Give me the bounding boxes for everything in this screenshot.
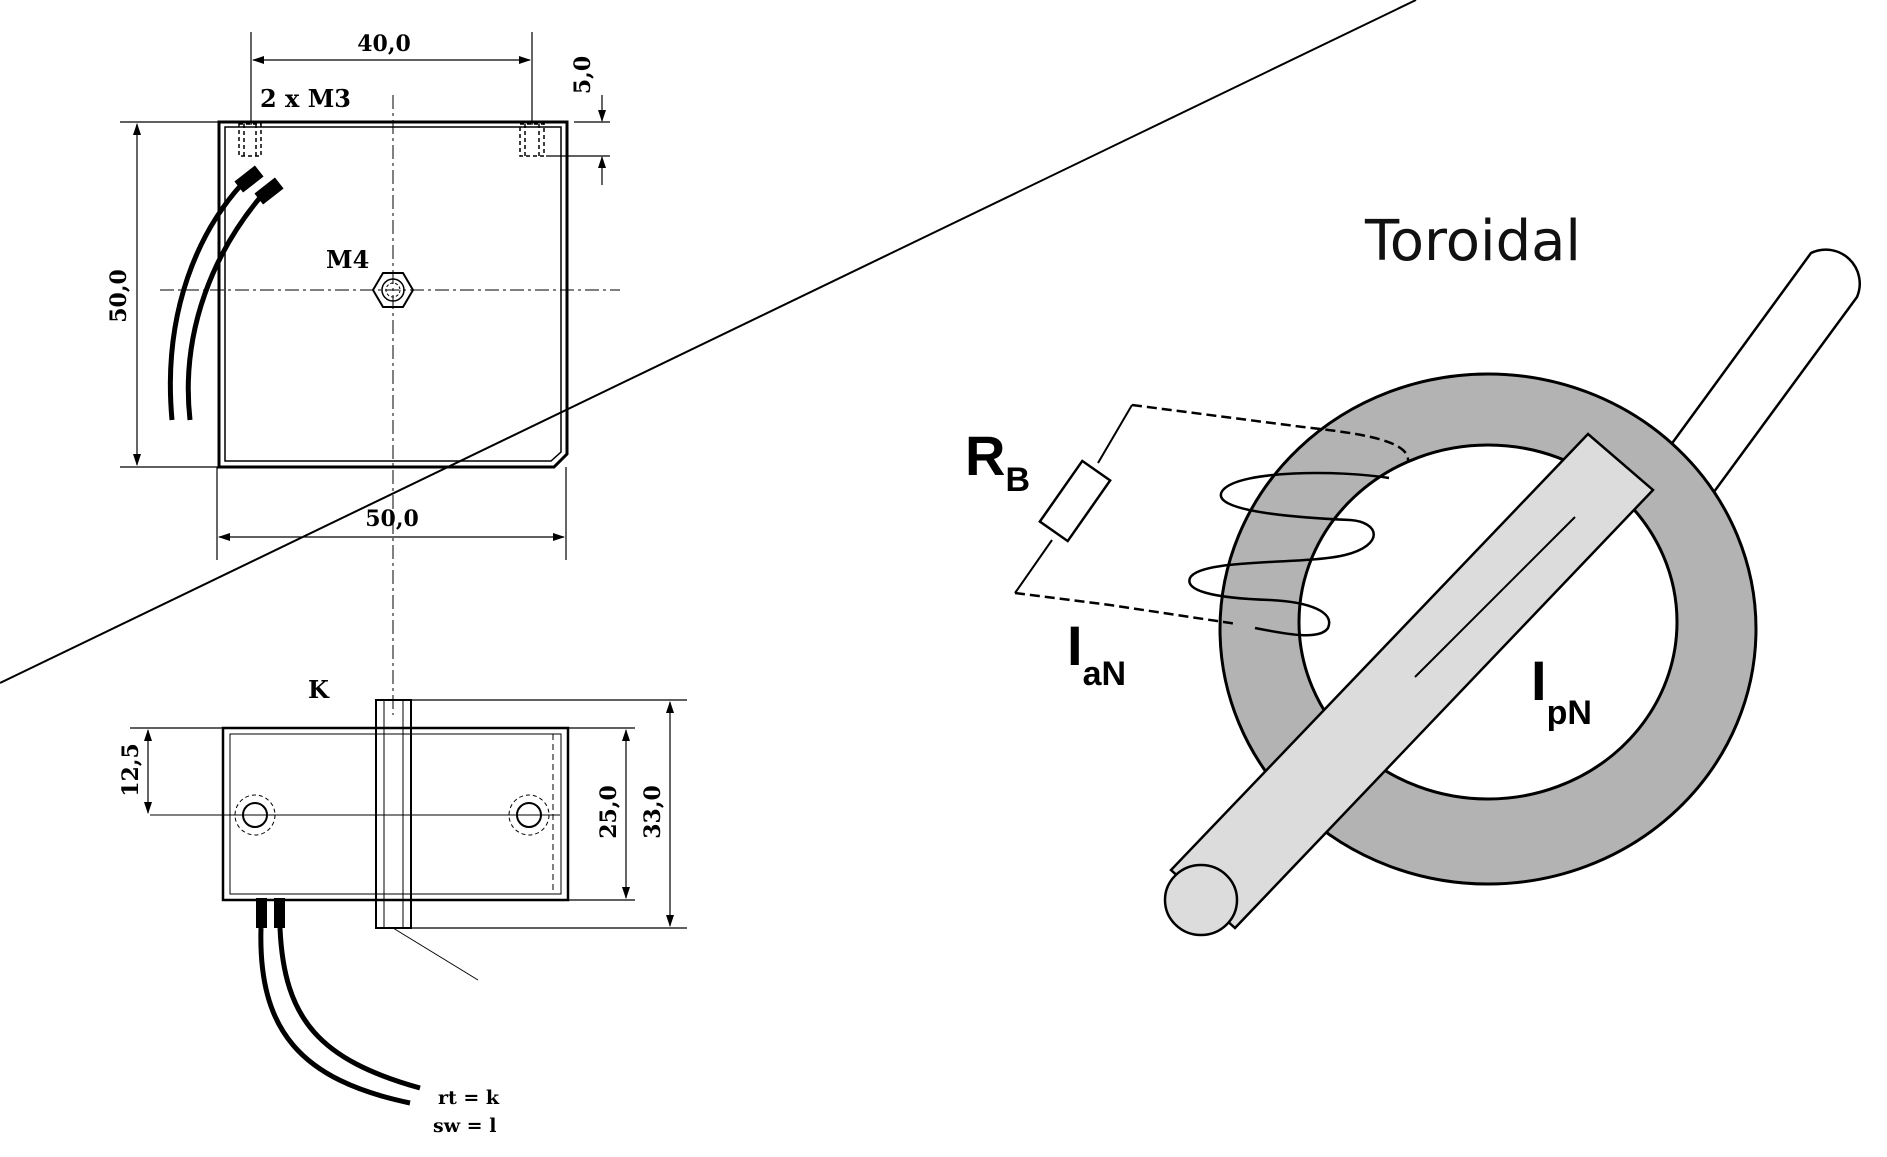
primary-conductor-front (0, 0, 1655, 937)
side-view-body (221, 726, 570, 902)
dimension-50-vertical-label: 50,0 (106, 269, 132, 323)
dimension-25: 25,0 (568, 727, 635, 901)
primary-conductor-back (1625, 248, 1861, 532)
dimension-33-label: 33,0 (640, 785, 666, 839)
m3-hole-right (519, 123, 545, 157)
side-view-wires (256, 898, 421, 1106)
dimension-12-5: 12,5 (118, 727, 223, 814)
primary-current-label: IpN (1531, 649, 1592, 732)
m3-hole-left (238, 123, 262, 157)
burden-resistor-icon (1038, 459, 1112, 543)
dimension-33: 33,0 (411, 699, 687, 929)
dimension-12-5-label: 12,5 (118, 743, 144, 797)
m4-nut-icon (371, 272, 415, 308)
wire-note-1: rt = k (438, 1087, 500, 1109)
dimension-50-vertical: 50,0 (106, 121, 219, 468)
burden-label: RB (965, 424, 1030, 499)
holes-label: 2 x M3 (260, 84, 351, 113)
side-view-label: K (308, 675, 330, 704)
side-view-drawing: K rt = k sw = l (118, 675, 687, 1137)
dimension-40-label: 40,0 (357, 31, 411, 57)
dimension-25-label: 25,0 (596, 785, 622, 839)
top-view-wires (167, 165, 284, 421)
toroidal-schematic: Toroidal (0, 0, 1861, 937)
secondary-current-label: IaN (1067, 614, 1126, 693)
dimension-40: 40,0 (250, 31, 533, 125)
schematic-title: Toroidal (1364, 209, 1581, 274)
top-view-outline (217, 120, 569, 469)
dimension-5: 5,0 (546, 56, 610, 185)
wire-note-2: sw = l (433, 1115, 496, 1137)
dimension-5-label: 5,0 (570, 56, 596, 94)
top-view-inner-outline (224, 126, 562, 462)
conductor-end (1163, 863, 1239, 937)
top-view-drawing: 40,0 5,0 2 x M3 M4 50,0 50,0 (106, 31, 620, 715)
secondary-winding (1188, 471, 1390, 637)
center-nut-label: M4 (326, 245, 369, 274)
burden-circuit (1014, 403, 1410, 626)
dimension-50-horizontal: 50,0 (216, 467, 567, 560)
dimension-50-horizontal-label: 50,0 (365, 506, 419, 532)
